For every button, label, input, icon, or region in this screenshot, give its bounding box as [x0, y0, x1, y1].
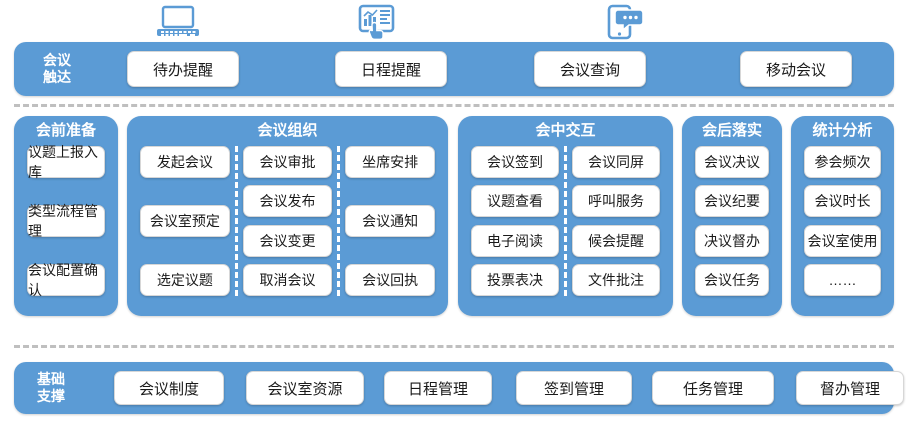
panel-columns: 参会频次会议时长会议室使用 …… [791, 146, 894, 304]
feature-chip[interactable]: 会议变更 [242, 224, 333, 257]
reach-chip[interactable]: 待办提醒 [127, 51, 239, 87]
feature-chip[interactable]: 会议室预定 [140, 205, 230, 237]
panel-column: 会议同屏呼叫服务候会提醒文件批注 [564, 146, 665, 296]
reach-band-label: 会议 触达 [43, 52, 71, 85]
support-chip[interactable]: 任务管理 [652, 371, 774, 405]
panel-column: 会议签到议题查看电子阅读投票表决 [466, 146, 564, 296]
panel-title: 会后落实 [701, 122, 762, 139]
support-chip[interactable]: 签到管理 [516, 371, 632, 405]
feature-chip[interactable]: 会议时长 [804, 185, 881, 218]
panel-title: 会前准备 [35, 122, 96, 139]
feature-chip[interactable]: 会议任务 [695, 263, 769, 296]
support-chip[interactable]: 会议室资源 [246, 371, 364, 405]
feature-chip[interactable]: 会议室使用 [804, 224, 881, 257]
feature-chip[interactable]: 会议配置确认 [27, 262, 105, 298]
feature-chip[interactable]: 会议发布 [242, 185, 333, 218]
feature-chip[interactable]: …… [804, 263, 881, 296]
meeting-reach-band: 会议 触达 待办提醒 日程提醒 会议查询 移动会议 [14, 42, 894, 96]
support-chip[interactable]: 督办管理 [796, 371, 904, 405]
reach-chip[interactable]: 日程提醒 [335, 51, 447, 87]
feature-chip[interactable]: 参会频次 [804, 146, 881, 178]
support-chip[interactable]: 日程管理 [384, 371, 492, 405]
feature-chip[interactable]: 议题上报入库 [27, 144, 105, 180]
feature-chip[interactable]: 决议督办 [695, 224, 769, 257]
panel-statistics-analysis: 统计分析 参会频次会议时长会议室使用 …… [791, 116, 894, 316]
panel-column: 发起会议会议室预定选定议题 [135, 146, 235, 296]
feature-chip[interactable]: 会议纪要 [695, 185, 769, 218]
support-band-label: 基础 支撑 [37, 371, 65, 404]
feature-chip[interactable]: 选定议题 [140, 264, 230, 296]
feature-chip[interactable]: 会议通知 [345, 205, 436, 237]
reach-chip[interactable]: 移动会议 [740, 51, 852, 87]
panel-columns: 议题上报入库类型流程管理会议配置确认 [14, 144, 118, 304]
feature-chip[interactable]: 会议决议 [695, 146, 769, 178]
panel-columns: 会议签到议题查看电子阅读投票表决会议同屏呼叫服务候会提醒文件批注 [458, 146, 673, 304]
feature-chip[interactable]: 会议签到 [471, 146, 559, 178]
dashed-separator-top [14, 104, 894, 107]
reach-chip[interactable]: 会议查询 [534, 51, 646, 87]
device-icon-row [0, 0, 908, 44]
panel-columns: 会议决议会议纪要决议督办会议任务 [682, 146, 782, 304]
panel-in-meeting-interaction: 会中交互 会议签到议题查看电子阅读投票表决会议同屏呼叫服务候会提醒文件批注 [458, 116, 673, 316]
feature-chip[interactable]: 电子阅读 [471, 224, 559, 257]
panel-column: 会议审批会议发布会议变更取消会议 [234, 146, 338, 296]
feature-chip[interactable]: 类型流程管理 [27, 203, 105, 239]
feature-chip[interactable]: 文件批注 [572, 263, 660, 296]
feature-chip[interactable]: 会议审批 [242, 146, 333, 178]
feature-chip[interactable]: 候会提醒 [572, 224, 660, 257]
panel-title: 统计分析 [812, 122, 873, 139]
panel-column: 会议决议会议纪要决议督办会议任务 [690, 146, 774, 296]
feature-chip[interactable]: 坐席安排 [345, 146, 436, 178]
panel-column: 参会频次会议时长会议室使用 …… [799, 146, 886, 296]
panel-columns: 发起会议会议室预定选定议题会议审批会议发布会议变更取消会议坐席安排会议通知会议回… [127, 146, 448, 304]
tablet-chart-touch-icon [348, 2, 404, 42]
dashed-separator-bottom [14, 345, 894, 348]
foundation-support-band: 基础 支撑 会议制度会议室资源日程管理签到管理任务管理督办管理 [14, 362, 904, 414]
feature-chip[interactable]: 议题查看 [471, 185, 559, 218]
feature-chip[interactable]: 呼叫服务 [572, 185, 660, 218]
laptop-icon [150, 2, 206, 42]
panel-column: 议题上报入库类型流程管理会议配置确认 [22, 144, 110, 298]
feature-chip[interactable]: 投票表决 [471, 263, 559, 296]
feature-chip[interactable]: 发起会议 [140, 146, 230, 178]
phone-chat-icon [597, 2, 653, 42]
panel-title: 会中交互 [535, 122, 596, 139]
panel-pre-meeting-preparation: 会前准备 议题上报入库类型流程管理会议配置确认 [14, 116, 118, 316]
panel-title: 会议组织 [257, 122, 318, 139]
feature-chip[interactable]: 会议同屏 [572, 146, 660, 178]
feature-chip[interactable]: 会议回执 [345, 264, 436, 296]
panel-post-meeting-execution: 会后落实 会议决议会议纪要决议督办会议任务 [682, 116, 782, 316]
feature-chip[interactable]: 取消会议 [242, 263, 333, 296]
panel-meeting-organization: 会议组织 发起会议会议室预定选定议题会议审批会议发布会议变更取消会议坐席安排会议… [127, 116, 448, 316]
panel-column: 坐席安排会议通知会议回执 [337, 146, 440, 296]
support-chip[interactable]: 会议制度 [114, 371, 224, 405]
